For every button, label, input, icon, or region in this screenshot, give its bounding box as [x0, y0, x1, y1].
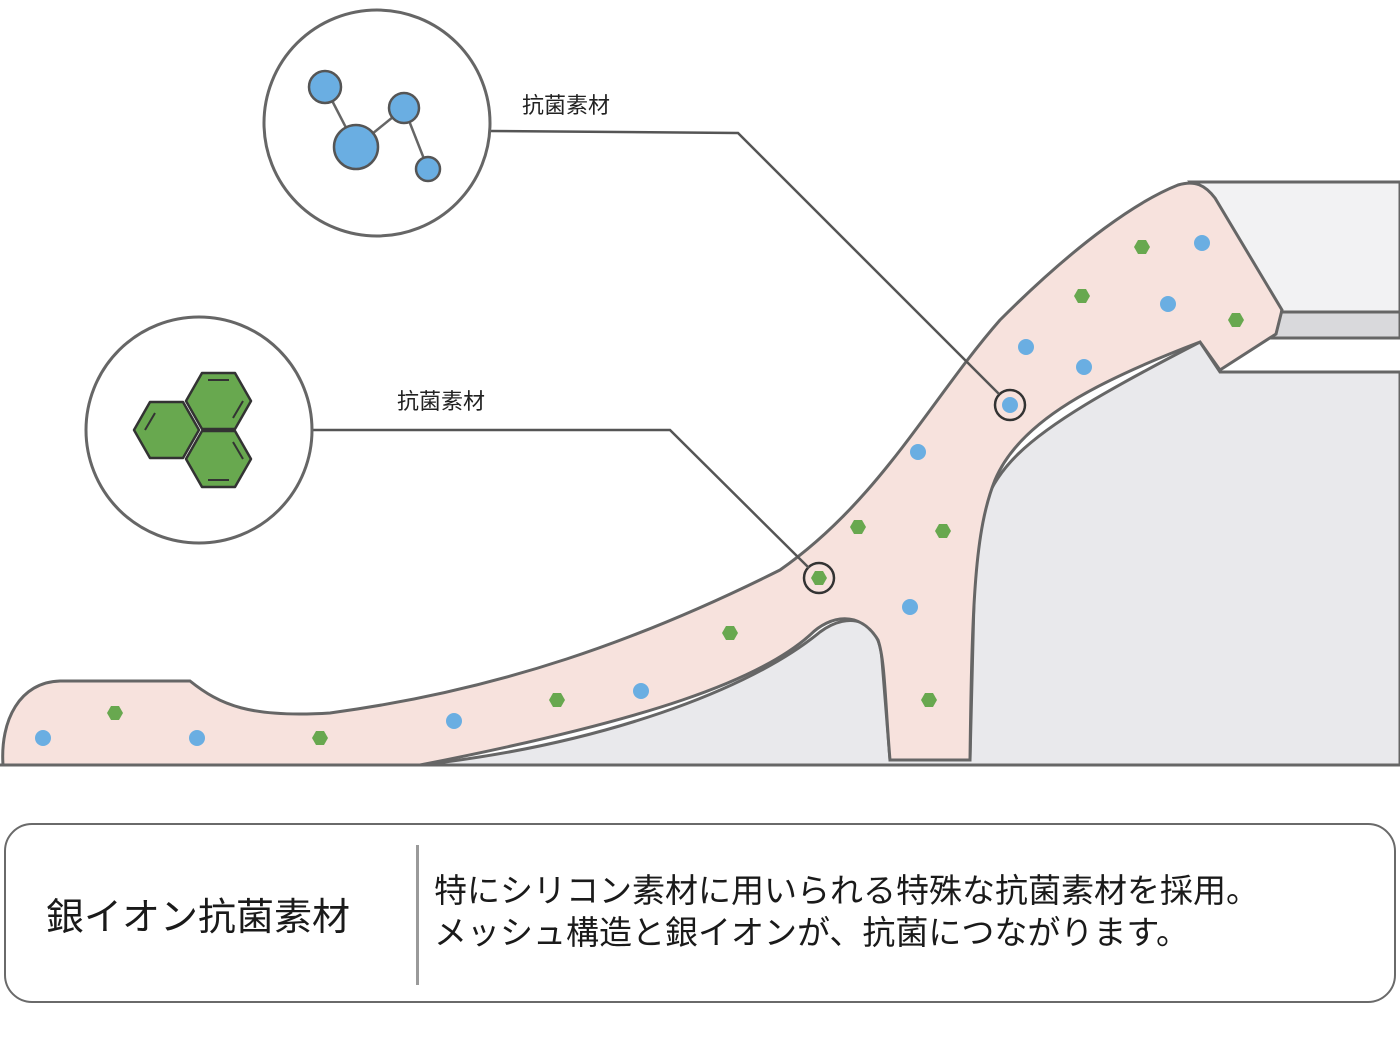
mesh-particles — [107, 240, 1244, 745]
info-line-1: 特にシリコン素材に用いられる特殊な抗菌素材を採用。 — [434, 871, 1259, 910]
ion-dot — [910, 444, 926, 460]
ion-dot — [902, 599, 918, 615]
mesh-hex — [921, 693, 937, 707]
ion-dot — [1018, 339, 1034, 355]
info-description: 特にシリコン素材に用いられる特殊な抗菌素材を採用。 メッシュ構造と銀イオンが、抗… — [434, 870, 1259, 954]
ion-dot — [1194, 235, 1210, 251]
ion-dot — [35, 730, 51, 746]
mesh-highlight-ring — [802, 561, 836, 595]
ion-dot — [633, 683, 649, 699]
rubber-body — [1, 181, 1284, 767]
ion-leader-line — [489, 129, 1000, 395]
mesh-hex — [1074, 289, 1090, 303]
mesh-hex — [811, 571, 827, 585]
ion-highlight-ring — [993, 388, 1027, 422]
silver-ion-molecule-icon — [262, 8, 492, 238]
info-box: 銀イオン抗菌素材 特にシリコン素材に用いられる特殊な抗菌素材を採用。 メッシュ構… — [4, 823, 1396, 1003]
silver-ion-particles — [35, 235, 1210, 746]
callout-label-ion: 抗菌素材 — [522, 94, 611, 119]
ion-dot — [1076, 359, 1092, 375]
mesh-hex — [107, 706, 123, 720]
ion-dot — [1160, 296, 1176, 312]
mesh-leader-line — [312, 428, 810, 569]
ion-dot — [1002, 397, 1018, 413]
info-title: 銀イオン抗菌素材 — [46, 894, 351, 939]
mesh-hex — [1228, 313, 1244, 327]
callout-label-mesh: 抗菌素材 — [397, 390, 486, 415]
hexagon-mesh-icon — [84, 315, 314, 545]
info-divider — [416, 845, 419, 985]
info-line-2: メッシュ構造と銀イオンが、抗菌につながります。 — [434, 913, 1190, 952]
mesh-hex — [549, 693, 565, 707]
mesh-hex — [722, 626, 738, 640]
right-slot — [1268, 310, 1400, 340]
mesh-hex — [850, 520, 866, 534]
antibacterial-cross-section-diagram — [0, 8, 1400, 767]
mesh-hex — [1134, 240, 1150, 254]
ion-dot — [189, 730, 205, 746]
mesh-hex — [312, 731, 328, 745]
ion-dot — [446, 713, 462, 729]
mesh-hex — [935, 524, 951, 538]
